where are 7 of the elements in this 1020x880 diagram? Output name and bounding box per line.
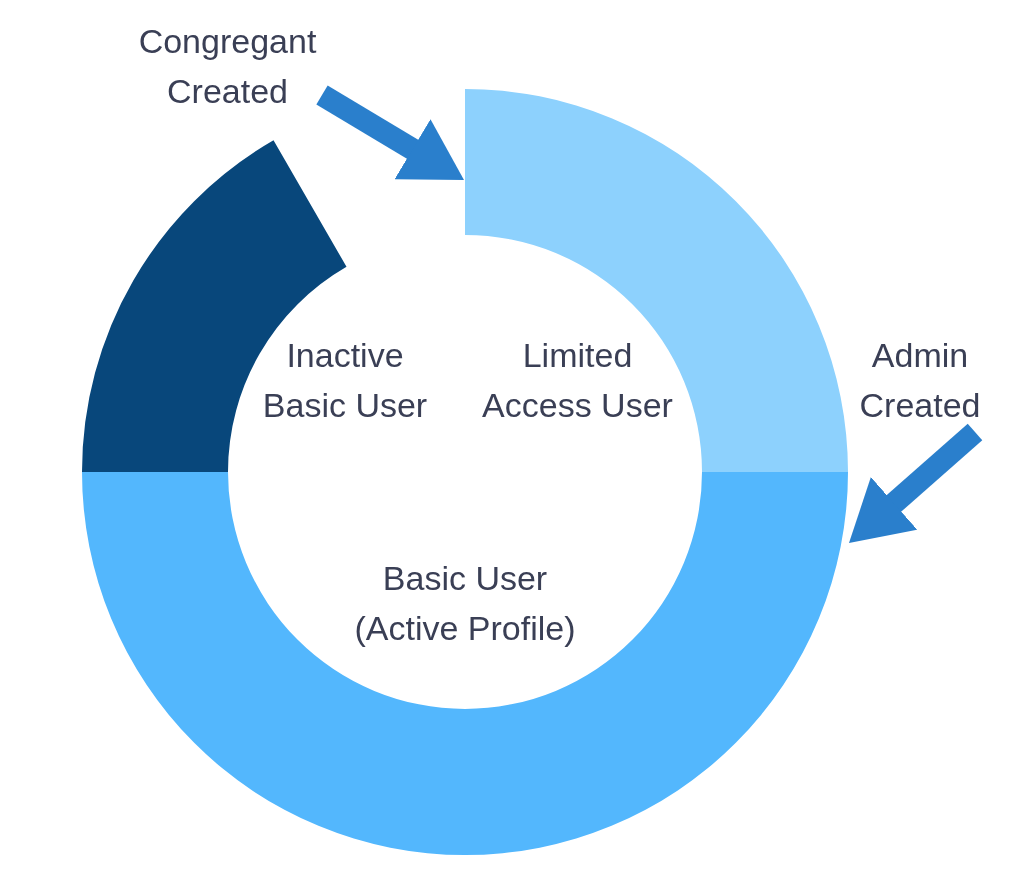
arrow: [316, 85, 464, 180]
status-label: Admin Created: [858, 335, 982, 426]
segment-label: Inactive Basic User: [261, 335, 429, 426]
status-label: Congregant Created: [137, 21, 318, 112]
segment-label: Basic User (Active Profile): [353, 558, 577, 649]
arrow: [849, 423, 983, 543]
segment-label: Limited Access User: [481, 335, 674, 426]
